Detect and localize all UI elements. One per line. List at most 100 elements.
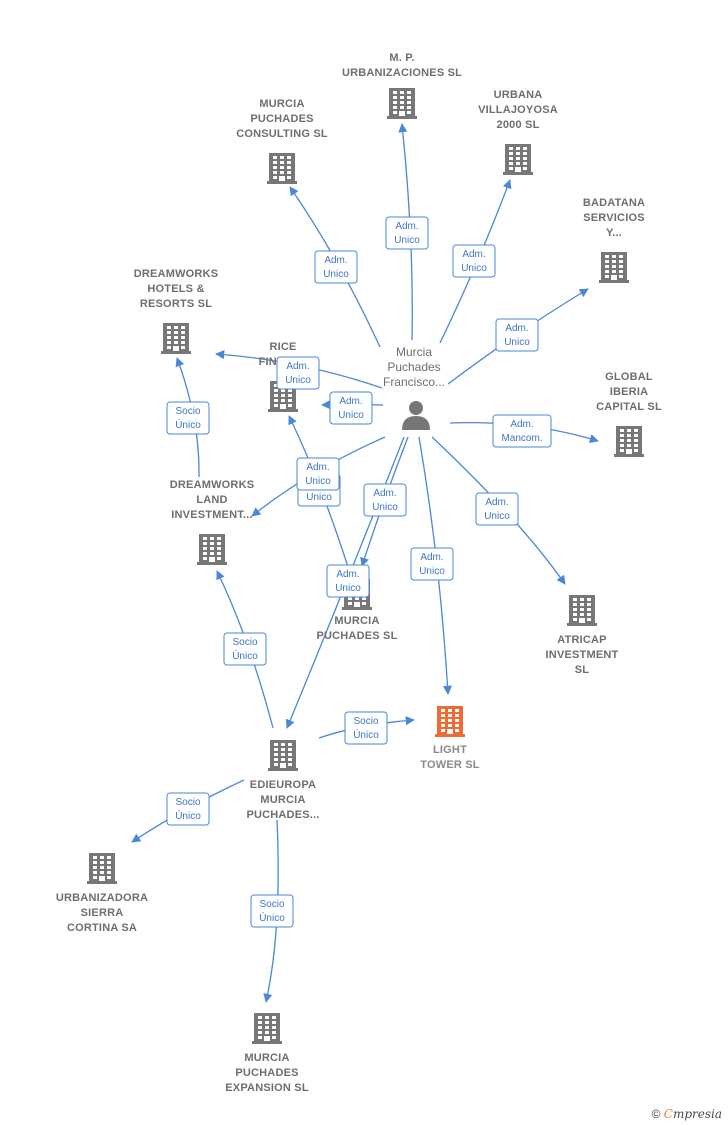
relation-tag-box [296,457,340,491]
relation-tag[interactable]: Adm.Unico [329,391,373,425]
building-icon [503,144,533,175]
brand-name: mpresia [672,1107,722,1121]
relation-tag-line: Adm. [373,488,396,499]
company-label: DREAMWORKSLANDINVESTMENT... [170,479,254,521]
relation-tag-line: Adm. [485,497,508,508]
relation-tag-line: Único [353,728,379,741]
company-label-line: SIERRA [81,907,124,919]
relation-tag[interactable]: Adm. Unico [385,216,429,250]
company-node-bad[interactable]: BADATANASERVICIOSY... [583,197,645,283]
building-icon [252,1013,282,1044]
relation-tag-line: Adm. [505,323,528,334]
company-label-line: Y... [606,227,622,239]
relation-tag-line: Socio [232,637,257,648]
person-node[interactable]: MurciaPuchadesFrancisco... [383,345,445,430]
relation-tag-box [385,216,429,250]
company-label: M. P.URBANIZACIONES SL [342,52,462,79]
company-label-line: PUCHADES [250,113,313,125]
relation-tag-line: Adm. [420,552,443,563]
company-label: EDIEUROPAMURCIAPUCHADES... [246,779,319,821]
relation-tag-box [329,391,373,425]
company-label-line: LAND [196,494,227,506]
relation-tag-box [492,414,552,448]
building-icon [267,153,297,184]
relation-tag-line: Socio [175,797,200,808]
relation-tag-box [410,547,454,581]
relation-tag[interactable]: Adm.Unico [363,483,407,517]
company-label: MURCIA PUCHADES SL [316,615,397,642]
relation-tag-box [223,632,267,666]
company-label-line: PUCHADES [235,1067,298,1079]
relation-tag-box [276,356,320,390]
person-label-line: Murcia [396,345,432,359]
company-label-line: 2000 SL [497,119,540,131]
building-icon [161,323,191,354]
relation-tag-box [475,492,519,526]
company-node-gib[interactable]: GLOBAL IBERIA CAPITAL SL [596,371,662,457]
company-node-mp[interactable]: M. P.URBANIZACIONES SL [342,52,462,119]
company-node-edi[interactable]: EDIEUROPAMURCIAPUCHADES... [246,740,319,821]
relation-tag-line: Unico [305,476,331,487]
relation-tag-line: Único [259,911,285,924]
relation-tag[interactable]: Adm.Unico [314,250,358,284]
company-label-line: PUCHADES SL [316,630,397,642]
relation-tag-line: Unico [285,375,311,386]
relation-tag-line: Adm. [324,255,347,266]
company-label-line: SL [575,664,590,676]
company-label-line: URBANA [494,89,543,101]
relation-tag-line: Unico [394,235,420,246]
relation-tag[interactable]: Adm.Unico [326,564,370,598]
company-label-line: MURCIA [334,615,379,627]
company-label-line: MURCIA [259,98,304,110]
relation-tag-line: Adm. [336,569,359,580]
company-label-line: M. P. [389,52,414,64]
relation-tag-line: Adm. [395,221,418,232]
company-label-line: IBERIA [610,386,648,398]
relation-tag-line: Adm. [510,419,533,430]
company-label-line: CAPITAL SL [596,401,662,413]
building-icon [387,88,417,119]
relation-tag[interactable]: Adm.Unico [475,492,519,526]
person-label-line: Puchades [387,360,440,374]
relation-tag[interactable]: Adm.Unico [410,547,454,581]
relation-tag-line: Adm. [462,249,485,260]
relation-tag[interactable]: Adm.Unico [495,318,539,352]
company-label-line: CORTINA SA [67,922,137,934]
relation-tag-box [314,250,358,284]
relation-tag[interactable]: Adm.Unico [296,457,340,491]
company-label-line: ATRICAP [557,634,606,646]
relation-tag[interactable]: Adm.Unico [452,244,496,278]
building-icon [567,595,597,626]
company-node-dli[interactable]: DREAMWORKSLANDINVESTMENT... [170,479,255,565]
company-label-line: RICE [269,341,296,353]
company-label-line: MURCIA [260,794,305,806]
company-label-line: PUCHADES... [246,809,319,821]
company-node-mpc[interactable]: MURCIA PUCHADES CONSULTING SL [236,98,328,184]
relation-tag-line: Mancom. [501,433,542,444]
relation-tag[interactable]: Adm. Mancom. [492,414,552,448]
building-icon-highlight [435,706,465,737]
relation-tag[interactable]: Adm.Unico [276,356,320,390]
company-label-line: CONSULTING SL [236,128,328,140]
relation-tag-line: Socio [175,406,200,417]
relation-tag-line: Socio [353,716,378,727]
company-label-line: GLOBAL [605,371,653,383]
person-label: MurciaPuchadesFrancisco... [383,345,445,389]
